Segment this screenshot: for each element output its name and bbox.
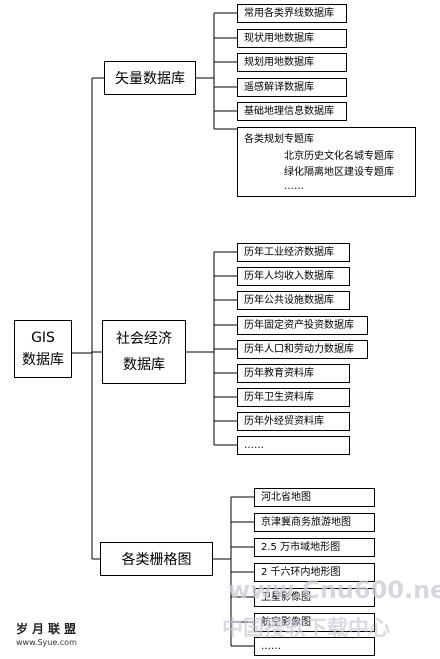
leaf-socio-7: 历年外经贸资料库 — [237, 412, 350, 431]
logo-name: 岁月联盟 — [16, 622, 81, 636]
planning-item-1: 绿化隔离地区建设专题库 — [284, 167, 394, 178]
root-node-gis-database: GIS 数据库 — [14, 320, 72, 378]
leaf-vector-3: 遥感解译数据库 — [237, 78, 347, 97]
logo-url: www.Syue.com — [16, 638, 77, 647]
watermark-url: www.Cnu600.net — [228, 576, 440, 604]
leaf-raster-1: 京津冀商务旅游地图 — [254, 513, 375, 532]
leaf-socio-6: 历年卫生资料库 — [237, 388, 350, 407]
raster-label: 各类栅格图 — [121, 552, 192, 568]
watermark-site-name: 中国搜软下载中心 — [222, 616, 390, 640]
leaf-raster-4: 卫星影像图 — [254, 588, 375, 607]
leaf-vector-0: 常用各类界线数据库 — [237, 4, 347, 23]
socio-line1: 社会经济 — [116, 331, 172, 347]
leaf-socio-8: …… — [237, 436, 350, 455]
socio-line2: 数据库 — [123, 357, 165, 373]
node-socio-economic-database: 社会经济 数据库 — [102, 320, 186, 384]
leaf-socio-1: 历年人均收入数据库 — [237, 267, 350, 286]
leaf-socio-2: 历年公共设施数据库 — [237, 291, 350, 310]
planning-item-2: …… — [284, 181, 304, 192]
leaf-socio-3: 历年固定资产投资数据库 — [237, 316, 368, 335]
root-line2: 数据库 — [22, 352, 64, 368]
leaf-vector-2: 规划用地数据库 — [237, 53, 347, 72]
leaf-raster-5: 航空影像图 — [254, 613, 375, 632]
leaf-vector-4: 基础地理信息数据库 — [237, 102, 347, 121]
leaf-vector-1: 现状用地数据库 — [237, 29, 347, 48]
leaf-vector-planning: 各类规划专题库 北京历史文化名城专题库 绿化隔离地区建设专题库 …… — [237, 127, 416, 197]
leaf-socio-4: 历年人口和劳动力数据库 — [237, 340, 368, 359]
planning-title: 各类规划专题库 — [244, 134, 314, 145]
leaf-raster-0: 河北省地图 — [254, 488, 375, 507]
site-logo: 岁月联盟 www.Syue.com — [16, 622, 80, 650]
leaf-raster-2: 2.5 万市域地形图 — [254, 538, 375, 557]
leaf-raster-6: …… — [254, 637, 375, 656]
leaf-socio-0: 历年工业经济数据库 — [237, 243, 350, 262]
vector-label: 矢量数据库 — [115, 71, 185, 87]
root-line1: GIS — [31, 330, 55, 346]
leaf-socio-5: 历年教育资料库 — [237, 364, 350, 383]
planning-item-0: 北京历史文化名城专题库 — [284, 151, 394, 162]
leaf-raster-3: 2 千六环内地形图 — [254, 563, 375, 582]
node-raster-maps: 各类栅格图 — [100, 542, 213, 576]
node-vector-database: 矢量数据库 — [104, 61, 196, 95]
